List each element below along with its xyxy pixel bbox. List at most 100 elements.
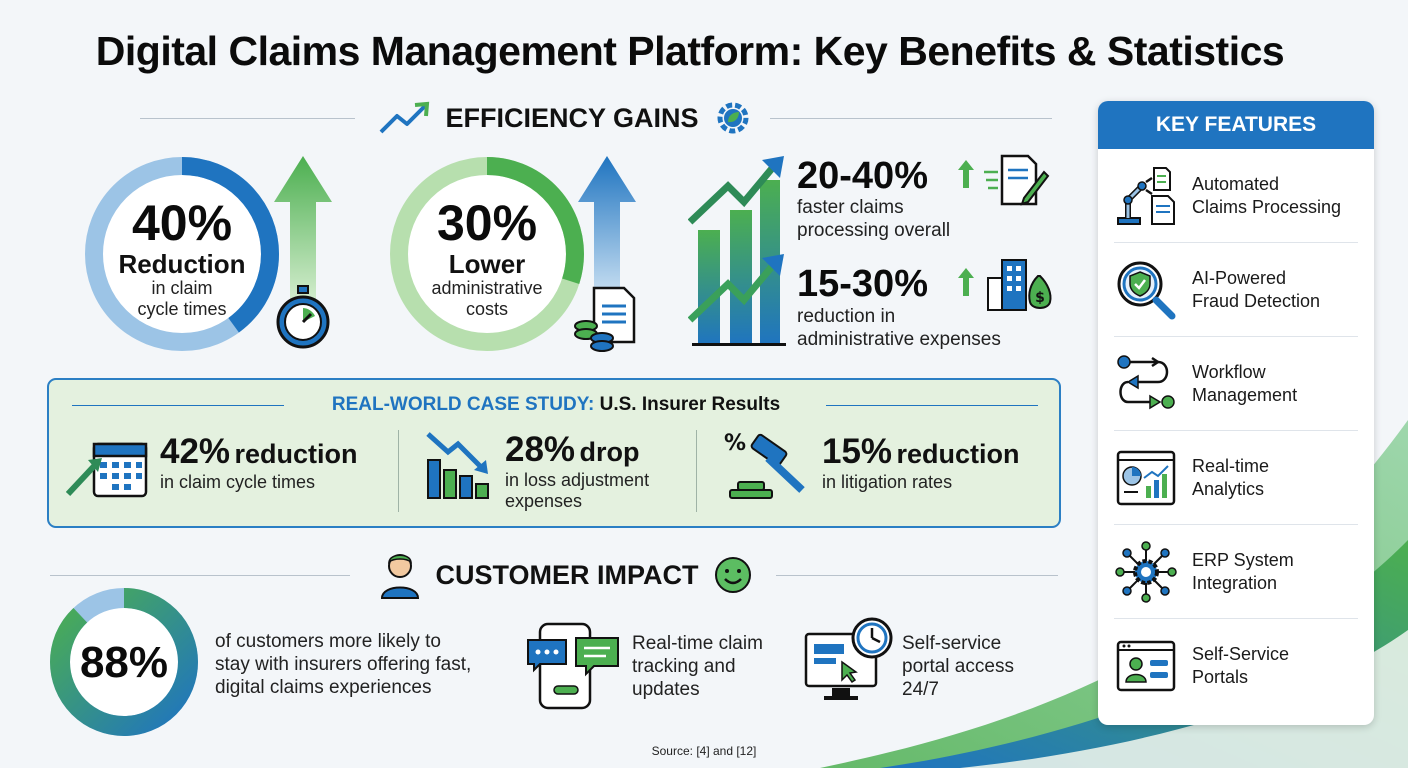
stat-20-40-sub1: faster claims bbox=[797, 197, 904, 218]
feature-line2: Claims Processing bbox=[1192, 196, 1342, 217]
smiley-face-icon bbox=[714, 557, 751, 593]
case-item-1-sub1: in claim cycle times bbox=[160, 472, 316, 492]
feature-label: Workflow Management bbox=[1192, 361, 1297, 407]
case-study-title-a: REAL-WORLD CASE STUDY: bbox=[331, 394, 595, 415]
feature-line2: Analytics bbox=[1192, 478, 1265, 499]
case-item-2-num: 28% bbox=[505, 430, 576, 469]
portal-text: Self-service portal access 24/7 bbox=[902, 632, 1014, 701]
case-item-2-sub1: in loss adjustment bbox=[505, 470, 650, 490]
person-icon bbox=[380, 554, 419, 599]
case-item-2-word: drop bbox=[579, 437, 640, 467]
small-up-arrow-icon bbox=[958, 160, 974, 188]
customer-heading-row: CUSTOMER IMPACT bbox=[360, 548, 770, 602]
robot-arm-document-icon bbox=[1117, 166, 1175, 225]
case-item-3-num: 15% bbox=[822, 432, 893, 471]
case-study-title-b: U.S. Insurer Results bbox=[599, 394, 781, 415]
source-note: Source: [4] and [12] bbox=[651, 744, 757, 758]
gavel-percent-icon: % bbox=[724, 431, 805, 499]
portal-line2: portal access bbox=[902, 656, 1014, 677]
case-item-2-sub2: expenses bbox=[505, 491, 583, 511]
gear-leaf-icon bbox=[717, 102, 749, 134]
stat-15-30-value: 15-30% bbox=[797, 263, 928, 305]
admin-cost-ring bbox=[390, 157, 584, 351]
divider bbox=[50, 575, 350, 576]
feature-line2: Portals bbox=[1192, 667, 1249, 687]
stat-30-block: 30% Lower administrative costs bbox=[387, 196, 587, 320]
feature-fraud-detection: AI-Powered Fraud Detection bbox=[1114, 243, 1358, 337]
feature-line1: Automated bbox=[1192, 173, 1280, 194]
customer-retention-ring bbox=[50, 588, 198, 736]
divider bbox=[398, 430, 399, 512]
workflow-arrows-icon bbox=[1117, 354, 1175, 409]
tracking-line2: tracking and bbox=[632, 656, 736, 677]
feature-workflow: Workflow Management bbox=[1114, 337, 1358, 431]
tracking-line3: updates bbox=[632, 679, 700, 700]
feature-label: ERP System Integration bbox=[1192, 549, 1294, 595]
trend-up-icon bbox=[380, 101, 430, 134]
feature-label: Automated Claims Processing bbox=[1192, 173, 1341, 219]
key-features-heading: KEY FEATURES bbox=[1098, 101, 1374, 149]
divider bbox=[826, 405, 1038, 406]
stat-30-sub1: administrative bbox=[431, 278, 543, 298]
calendar-arrow-icon bbox=[66, 442, 148, 498]
feature-self-service: Self-Service Portals bbox=[1114, 619, 1358, 713]
page-title: Digital Claims Management Platform: Key … bbox=[95, 28, 1285, 74]
feature-line1: ERP System bbox=[1192, 549, 1294, 570]
magnifier-shield-icon bbox=[1117, 261, 1176, 319]
falling-bar-chart-icon bbox=[426, 432, 489, 499]
feature-erp: ERP System Integration bbox=[1114, 525, 1358, 619]
divider bbox=[776, 575, 1058, 576]
efficiency-heading-row: EFFICIENCY GAINS bbox=[370, 96, 760, 140]
building-money-bag-icon: $ bbox=[987, 259, 1052, 311]
feature-line2: Fraud Detection bbox=[1192, 290, 1321, 311]
document-coins-icon bbox=[574, 286, 636, 352]
stat-30-sub2: costs bbox=[465, 299, 508, 319]
case-item-1-word: reduction bbox=[234, 439, 358, 469]
stat-88-line1: of customers more likely to bbox=[215, 631, 441, 652]
stat-40-value: 40% bbox=[131, 195, 233, 251]
stat-40-sub1: in claim bbox=[151, 278, 213, 298]
stat-20-40-sub2: processing overall bbox=[797, 220, 951, 241]
tracking-text: Real-time claim tracking and updates bbox=[632, 632, 763, 701]
feature-line1: AI-Powered bbox=[1192, 267, 1287, 288]
case-item-3-word: reduction bbox=[896, 439, 1020, 469]
case-item-3-sub1: in litigation rates bbox=[822, 472, 953, 492]
stat-88-line2: stay with insurers offering fast, bbox=[215, 654, 472, 675]
monitor-clock-icon bbox=[804, 617, 893, 700]
stat-20-40-value: 20-40% bbox=[797, 155, 928, 197]
key-features-panel: KEY FEATURES Automated Claims Processing bbox=[1098, 101, 1374, 725]
reduction-ring bbox=[85, 157, 279, 351]
user-portal-icon bbox=[1116, 640, 1176, 692]
svg-text:$: $ bbox=[1035, 290, 1045, 306]
analytics-dashboard-icon bbox=[1116, 450, 1176, 505]
case-item-3: 15% reduction in litigation rates bbox=[822, 432, 1020, 493]
small-up-arrow-icon bbox=[958, 268, 974, 296]
portal-line3: 24/7 bbox=[902, 679, 939, 700]
efficiency-heading: EFFICIENCY GAINS bbox=[445, 102, 699, 133]
stat-40-block: 40% Reduction in claim cycle times bbox=[82, 196, 282, 320]
fast-document-icon bbox=[984, 154, 1050, 206]
stat-40-label: Reduction bbox=[118, 249, 246, 279]
stat-40-sub2: cycle times bbox=[137, 299, 227, 319]
customer-heading: CUSTOMER IMPACT bbox=[435, 559, 699, 590]
case-item-1: 42% reduction in claim cycle times bbox=[160, 432, 358, 493]
stat-30-value: 30% bbox=[436, 195, 538, 251]
feature-label: AI-Powered Fraud Detection bbox=[1192, 267, 1320, 313]
portal-line1: Self-service bbox=[902, 633, 1002, 654]
divider bbox=[72, 405, 284, 406]
divider bbox=[770, 118, 1052, 119]
stat-15-30-sub1: reduction in bbox=[797, 306, 896, 327]
case-item-2: 28% drop in loss adjustment expenses bbox=[505, 430, 649, 512]
stat-88-value: 88% bbox=[79, 638, 169, 687]
divider bbox=[140, 118, 355, 119]
case-study-panel bbox=[47, 378, 1061, 528]
feature-label: Real-time Analytics bbox=[1192, 455, 1269, 501]
stat-30-label: Lower bbox=[448, 249, 526, 279]
case-item-1-num: 42% bbox=[160, 432, 231, 471]
feature-line2: Integration bbox=[1192, 572, 1278, 593]
blue-up-arrow-icon bbox=[578, 156, 636, 304]
stat-88-line3: digital claims experiences bbox=[215, 677, 432, 698]
feature-label: Self-Service Portals bbox=[1192, 643, 1289, 689]
stat-88-text: of customers more likely to stay with in… bbox=[215, 630, 471, 699]
case-study-title: REAL-WORLD CASE STUDY: U.S. Insurer Resu… bbox=[300, 394, 812, 416]
